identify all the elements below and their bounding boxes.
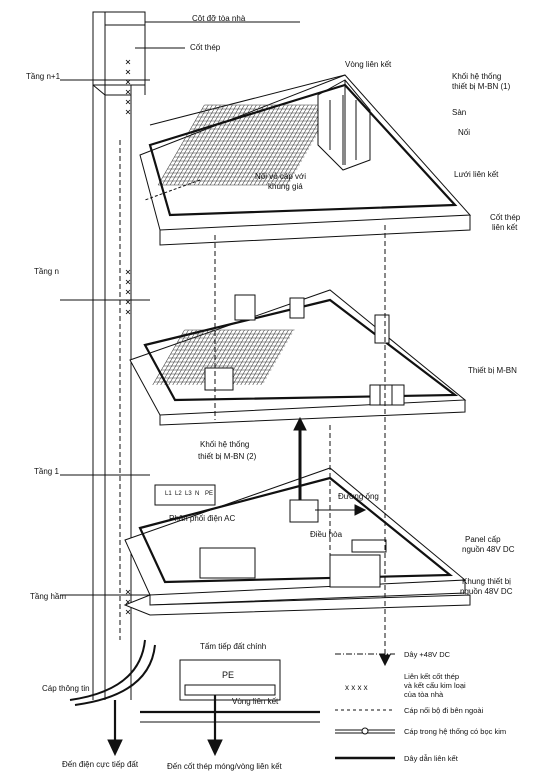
mesh-line (248, 330, 281, 385)
ac-terminal-label: L2 (175, 491, 182, 497)
label-ring-bond-top: Vòng liên kết (345, 60, 392, 69)
label-node: Nối (458, 128, 471, 137)
mesh-line (172, 330, 205, 385)
label-to-foundation-rebar: Đến cốt thép móng/vòng liên kết (167, 762, 282, 771)
mesh-line (252, 330, 285, 385)
label-basement: Tầng hầm (30, 592, 67, 601)
ac-terminal-label: PE (205, 491, 213, 497)
mesh-line (176, 330, 209, 385)
label-mbn-block-1-l1: Khối hệ thống (452, 72, 502, 81)
legend-dc-48v: Dây +48V DC (404, 650, 451, 659)
mesh-line (184, 330, 217, 385)
pipe-arrow-right (354, 504, 367, 516)
mesh-line (152, 330, 185, 385)
pipe-arrow (293, 416, 307, 431)
mesh-line (236, 330, 269, 385)
legend-rebar-link-l3: của tòa nhà (404, 690, 444, 699)
mbn-equipment-n (204, 294, 405, 406)
label-cable-tray-l2: khung giá (268, 182, 303, 191)
label-rebar-bond-l2: liên kết (492, 223, 518, 232)
mesh-line (232, 330, 265, 385)
ac-terminal-label: L1 (165, 491, 172, 497)
label-ac-distribution: Phân phối điện AC (169, 514, 236, 523)
mesh-line (180, 330, 213, 385)
mesh-line (260, 330, 293, 385)
basement-slab (123, 594, 471, 616)
label-mbn-equipment: Thiết bị M-BN (468, 366, 517, 375)
label-floor-1: Tầng 1 (34, 467, 59, 476)
building-column (60, 11, 300, 700)
mesh-line (168, 330, 201, 385)
label-panel-48v-l1: Panel cấp (465, 535, 501, 544)
label-main-earth-plate: Tấm tiếp đất chính (200, 642, 267, 651)
legend-external-cable: Cáp nối bộ đi bên ngoài (404, 706, 484, 715)
legend-rebar-link-l2: và kết cấu kim loại (404, 681, 466, 690)
label-mbn-block-2-l1: Khối hệ thống (200, 440, 250, 449)
label-floor-slab: Sàn (452, 108, 467, 117)
label-comm-cable: Cáp thông tin (42, 684, 90, 693)
mesh-line (196, 330, 229, 385)
label-floor-n1: Tầng n+1 (26, 72, 61, 81)
legend-conductor: Dây dẫn liên kết (404, 754, 458, 763)
pe-label: PE (222, 670, 234, 680)
earth-arrow-mid (207, 739, 223, 757)
label-mbn-block-2-l2: thiết bị M-BN (2) (198, 452, 257, 461)
label-ring-bond-bottom: Vòng liên kết (232, 697, 279, 706)
label-rack-48v-l1: Khung thiết bị (462, 577, 511, 586)
floor-n1-slab (139, 74, 472, 246)
rebar-link-symbol: x x x x (345, 683, 368, 692)
mesh-line (256, 330, 289, 385)
ring-conductor-n1 (148, 83, 458, 217)
label-cable-tray-l1: Nối vỏ cáp với (255, 172, 307, 181)
comm-cable (69, 639, 146, 701)
label-building-column: Cột đỡ tòa nhà (192, 14, 246, 23)
legend-rebar-link-l1: Liên kết cốt thép (404, 672, 460, 681)
bonding-mesh-top (157, 104, 335, 186)
mesh-line (228, 330, 261, 385)
floor-1-equipment (154, 484, 387, 588)
label-pipe: Đường ống (338, 492, 379, 501)
earth-arrow-left (107, 739, 123, 757)
legend-lines (335, 653, 395, 760)
ring-conductor-1 (138, 476, 454, 584)
label-rebar-bond-l1: Cốt thép (490, 213, 521, 222)
mesh-line (192, 330, 225, 385)
mbn-block-1 (317, 79, 371, 171)
label-panel-48v-l2: nguồn 48V DC (462, 545, 515, 554)
ac-terminal-label: L3 (185, 491, 192, 497)
ring-conductor-n (143, 298, 459, 402)
legend-metal-sheath-cable: Cáp trong hệ thống có bọc kim (404, 727, 507, 736)
label-bonding-mesh: Lưới liên kết (454, 170, 499, 179)
label-mbn-block-1-l2: thiết bị M-BN (1) (452, 82, 511, 91)
mesh-line (244, 330, 277, 385)
mesh-line (240, 330, 273, 385)
label-air-conditioner: Điều hòa (310, 530, 343, 539)
main-earth-plate (179, 659, 281, 701)
label-floor-n: Tầng n (34, 267, 59, 276)
down-arrow-right (379, 654, 391, 667)
label-rack-48v-l2: nguồn 48V DC (460, 587, 513, 596)
mesh-line (164, 330, 197, 385)
label-to-earth-electrode: Đến điện cực tiếp đất (62, 760, 139, 769)
mesh-line (160, 330, 193, 385)
ac-terminal-label: N (195, 491, 199, 497)
label-steel-rebar-top: Cốt thép (190, 43, 221, 52)
